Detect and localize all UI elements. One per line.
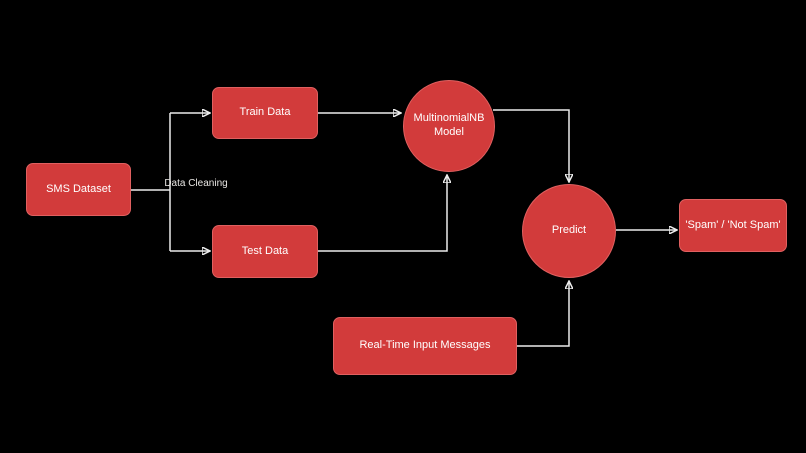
node-multinomialnb-model: MultinomialNB Model: [403, 80, 495, 172]
connector-model-predict: [493, 109, 569, 182]
edge-label-data-cleaning: Data Cleaning: [164, 178, 228, 189]
node-predict: Predict: [522, 184, 616, 278]
node-sms-dataset-label: SMS Dataset: [46, 182, 111, 195]
node-train-data-label: Train Data: [239, 106, 291, 119]
node-test-data: Test Data: [212, 225, 318, 278]
node-multinomialnb-model-label: MultinomialNB Model: [413, 112, 485, 138]
node-train-data: Train Data: [212, 87, 318, 139]
node-sms-dataset: SMS Dataset: [26, 163, 131, 216]
connector-realtime-predict: [517, 281, 569, 347]
node-predict-label: Predict: [551, 224, 587, 237]
connector-test-model: [318, 175, 447, 252]
node-spam-notspam-output: 'Spam' / 'Not Spam': [679, 199, 787, 252]
node-spam-notspam-output-label: 'Spam' / 'Not Spam': [685, 218, 781, 231]
node-realtime-input-messages-label: Real-Time Input Messages: [359, 339, 491, 352]
node-test-data-label: Test Data: [241, 244, 289, 257]
node-realtime-input-messages: Real-Time Input Messages: [333, 317, 517, 375]
